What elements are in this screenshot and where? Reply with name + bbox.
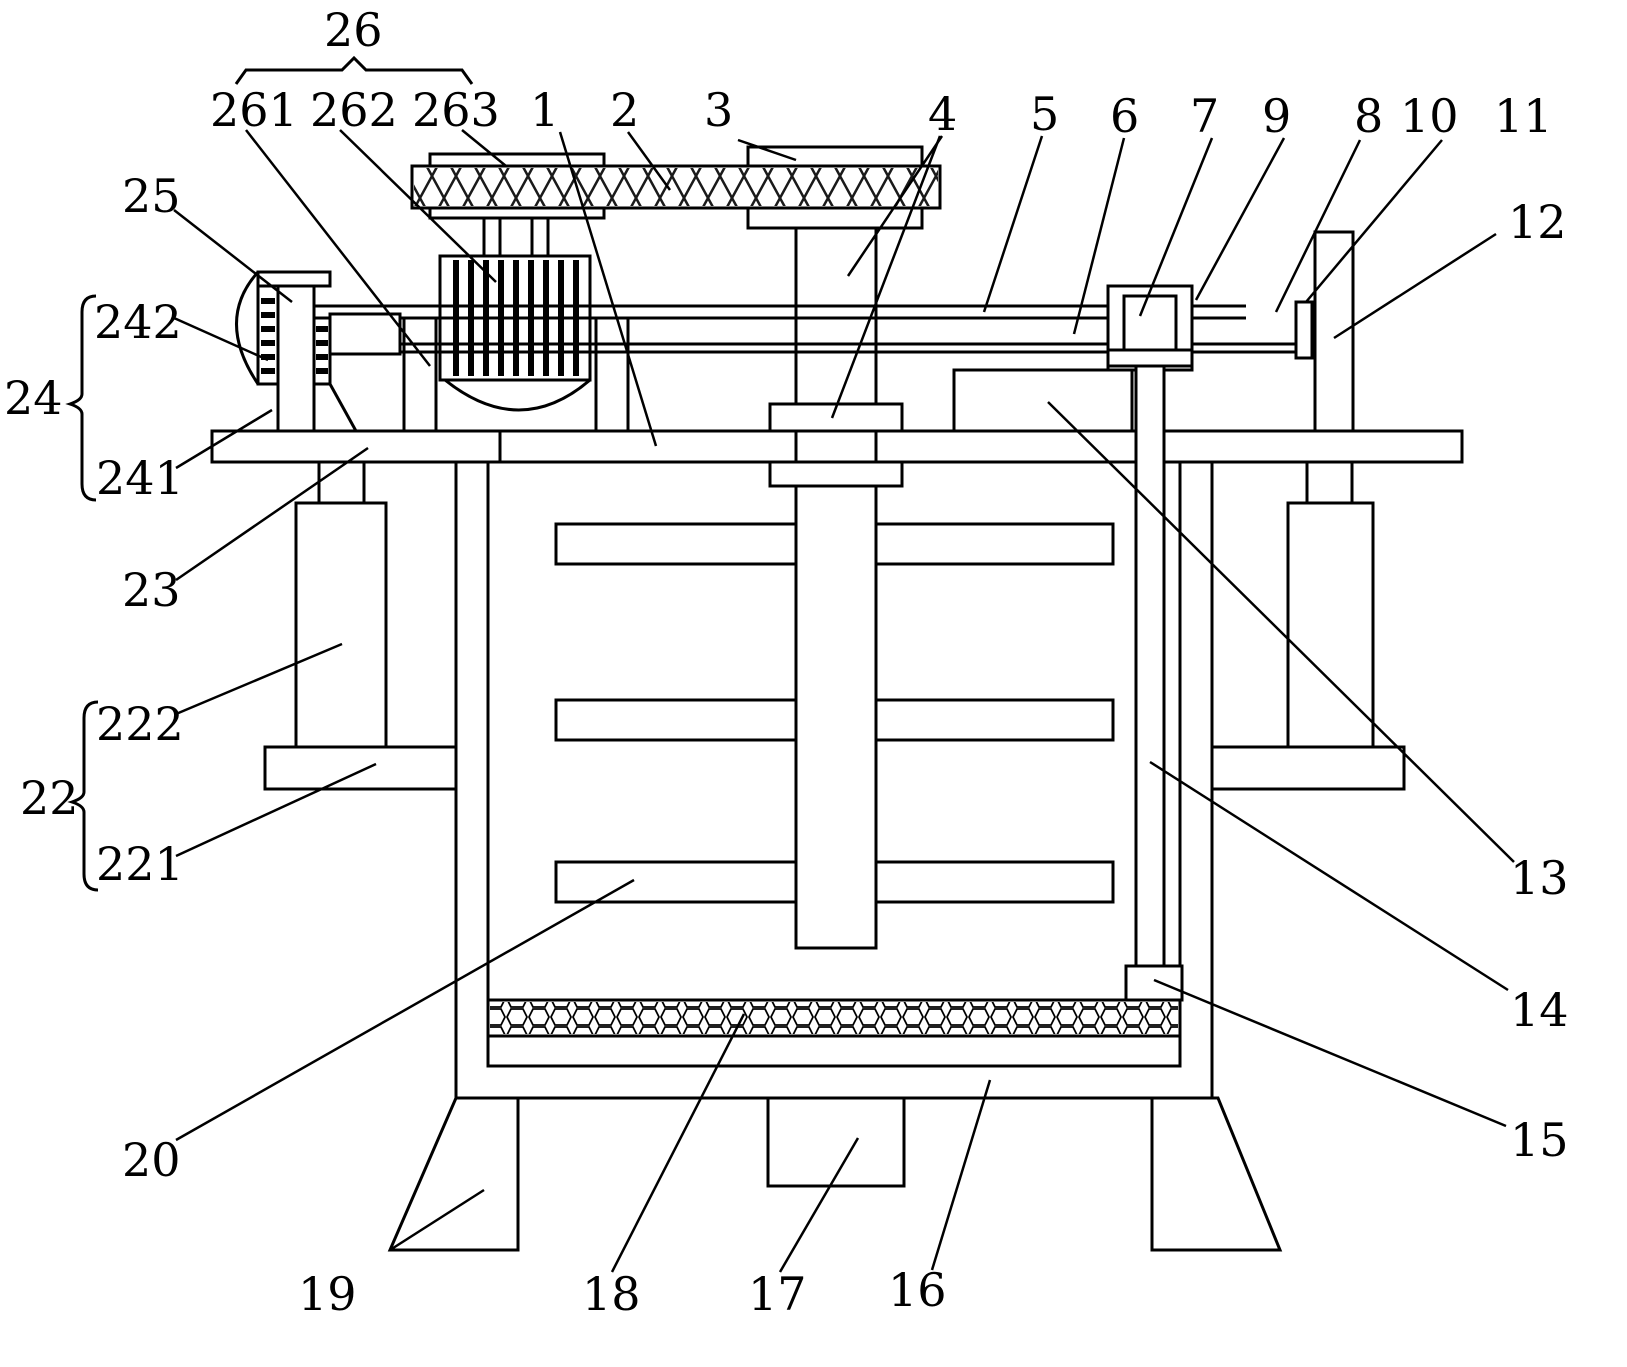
label-25: 25 bbox=[122, 169, 181, 223]
stirring-shaft bbox=[554, 206, 1115, 950]
label-242: 242 bbox=[94, 295, 182, 349]
braces bbox=[65, 55, 474, 892]
label-18: 18 bbox=[582, 1267, 641, 1321]
label-14: 14 bbox=[1510, 983, 1569, 1037]
label-26: 26 bbox=[324, 3, 383, 57]
label-22: 22 bbox=[20, 771, 79, 825]
discharge-pipe bbox=[766, 1096, 906, 1188]
label-222: 222 bbox=[96, 697, 184, 751]
label-262: 262 bbox=[310, 83, 398, 137]
label-7: 7 bbox=[1190, 89, 1219, 143]
label-221: 221 bbox=[96, 837, 184, 891]
label-8: 8 bbox=[1354, 89, 1383, 143]
lift-cylinders bbox=[263, 460, 1406, 791]
legs bbox=[387, 1096, 1283, 1252]
label-19: 19 bbox=[298, 1267, 357, 1321]
label-3: 3 bbox=[704, 83, 733, 137]
label-263: 263 bbox=[412, 83, 500, 137]
top-plate bbox=[498, 429, 1464, 464]
label-9: 9 bbox=[1262, 89, 1291, 143]
label-6: 6 bbox=[1110, 89, 1139, 143]
label-5: 5 bbox=[1030, 87, 1059, 141]
label-13: 13 bbox=[1510, 851, 1569, 905]
label-24: 24 bbox=[4, 371, 63, 425]
motor bbox=[402, 216, 630, 433]
label-17: 17 bbox=[748, 1267, 807, 1321]
label-10: 10 bbox=[1400, 89, 1459, 143]
label-23: 23 bbox=[122, 563, 181, 617]
rotation-assembly bbox=[235, 270, 358, 433]
leader-lines bbox=[173, 129, 1515, 1273]
label-20: 20 bbox=[122, 1133, 181, 1187]
callout-labels: 26 261 262 263 1 2 3 4 5 6 7 9 8 10 11 1… bbox=[4, 3, 1569, 1321]
label-15: 15 bbox=[1510, 1113, 1569, 1167]
label-2: 2 bbox=[610, 83, 639, 137]
label-12: 12 bbox=[1508, 195, 1567, 249]
label-261: 261 bbox=[210, 83, 298, 137]
label-4: 4 bbox=[928, 87, 957, 141]
slider-assembly bbox=[952, 230, 1355, 1002]
label-16: 16 bbox=[888, 1263, 947, 1317]
label-1: 1 bbox=[530, 83, 559, 137]
label-11: 11 bbox=[1494, 89, 1553, 143]
label-241: 241 bbox=[96, 451, 184, 505]
belt-transmission bbox=[410, 145, 942, 220]
